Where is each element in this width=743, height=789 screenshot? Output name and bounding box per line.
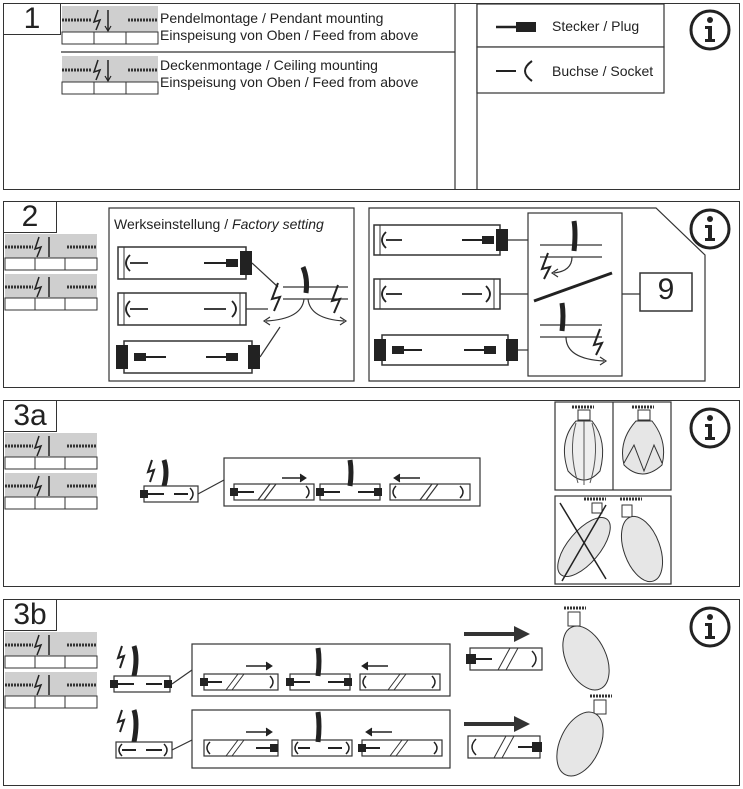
step-3a-mount-icons	[4, 433, 98, 510]
ceiling-line2: Einspeisung von Oben / Feed from above	[160, 74, 419, 90]
info-icon	[689, 606, 731, 648]
pendant-mounting-icon	[61, 6, 159, 45]
factory-setting-box	[108, 207, 355, 382]
step-3b-lamps	[556, 606, 612, 777]
socket-label: Buchse / Socket	[552, 63, 654, 79]
factory-setting-label: Werkseinstellung / Factory setting	[114, 216, 324, 232]
info-icon	[689, 208, 731, 250]
pendant-line1: Pendelmontage / Pendant mounting	[160, 10, 384, 26]
ceiling-line1: Deckenmontage / Ceiling mounting	[160, 57, 378, 73]
ceiling-mounting-text: Deckenmontage / Ceiling mounting Einspei…	[160, 57, 418, 91]
ceiling-mounting-icon	[61, 56, 159, 95]
factory-label-en: Factory setting	[232, 216, 324, 232]
connection-options-box	[368, 207, 706, 382]
step-2-mount-icons	[4, 234, 98, 311]
step-3b-mount-icons	[4, 632, 98, 709]
pendant-line2: Einspeisung von Oben / Feed from above	[160, 27, 419, 43]
step-3b-number: 3b	[3, 598, 57, 631]
step-3a-connection-diagram	[140, 457, 481, 507]
factory-label-de: Werkseinstellung /	[114, 216, 233, 232]
info-icon	[689, 407, 731, 449]
step-1-number: 1	[3, 2, 61, 35]
step-2-number: 2	[3, 200, 57, 233]
plug-label: Stecker / Plug	[552, 18, 640, 34]
step-3a-number: 3a	[3, 399, 57, 432]
lamp-orientation-diagram	[554, 401, 672, 585]
info-icon	[689, 9, 731, 51]
pendant-mounting-text: Pendelmontage / Pendant mounting Einspei…	[160, 10, 418, 44]
step-3b-result-pieces	[464, 626, 543, 759]
legend-box	[476, 3, 665, 94]
step-3b-lower-row	[115, 709, 451, 769]
callout-number: 9	[657, 273, 675, 306]
step-3b-upper-row	[110, 643, 451, 697]
